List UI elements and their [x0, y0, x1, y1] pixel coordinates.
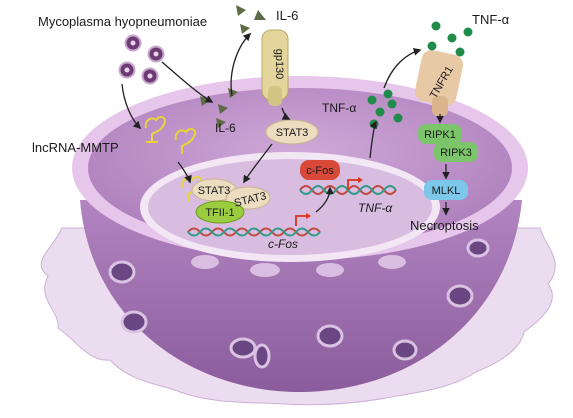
label-il6-mid: IL-6: [215, 121, 236, 135]
mycoplasma-particles: [118, 34, 165, 85]
label-pathogen: Mycoplasma hyopneumoniae: [38, 14, 207, 29]
arrow-cfos-to-tnf: [315, 186, 334, 213]
arrow-gp130-to-stat3: [281, 107, 291, 120]
label-stat3-cyto: STAT3: [276, 127, 309, 139]
stat3-cytoplasmic: [265, 119, 319, 145]
stat3-tfii-complex: [191, 178, 271, 224]
label-lncrna: lncRNA-MMTP: [32, 140, 119, 155]
vesicles: [108, 238, 490, 369]
il6-ligands-top: [236, 5, 266, 34]
label-mlkl: MLKL: [432, 185, 461, 197]
arrow-il6-to-top: [230, 32, 252, 97]
arrow-stat3-to-nucleus: [243, 143, 273, 184]
cfos-protein: [300, 160, 340, 180]
arrow-secretion-to-top: [383, 47, 422, 89]
tss-arrowhead-tnf: [358, 177, 363, 183]
arrow-myco-to-il6: [161, 61, 214, 103]
organelles: [191, 255, 406, 277]
label-tnf-gene: TNF-α: [358, 201, 393, 215]
mlkl-box: [424, 180, 468, 200]
arrow-myco-to-lncrna: [121, 83, 142, 130]
tnfr1-receptor: [414, 50, 464, 116]
tnf-dots-extracellular: [427, 21, 473, 57]
label-tnf-top: TNF-α: [472, 12, 510, 27]
arrow-lncrna-to-complex: [177, 161, 192, 184]
pathway-arrows: [121, 32, 450, 216]
tnf-dots-secreted: [367, 89, 403, 129]
label-cfos-protein: c-Fos: [306, 165, 334, 177]
gp130-receptor: [261, 29, 289, 106]
tss-arrows: [295, 179, 358, 226]
label-necroptosis: Necroptosis: [410, 218, 479, 233]
label-gp130: gp130: [273, 49, 285, 80]
ripk3-box: [434, 142, 478, 162]
ripk1-box: [418, 124, 462, 144]
label-tfii: TFII-1: [205, 207, 234, 219]
label-ripk1: RIPK1: [424, 129, 456, 141]
label-stat3-a: STAT3: [198, 185, 231, 197]
label-tnf-mid: TNF-α: [322, 101, 356, 115]
arrow-tnf-to-secretion: [369, 120, 377, 159]
label-cfos-gene: c-Fos: [268, 237, 298, 251]
label-il6-top: IL-6: [276, 8, 298, 23]
dna-cfos-gene: [187, 227, 321, 237]
tss-arrowhead-cfos: [306, 213, 311, 219]
label-ripk3: RIPK3: [440, 147, 472, 159]
